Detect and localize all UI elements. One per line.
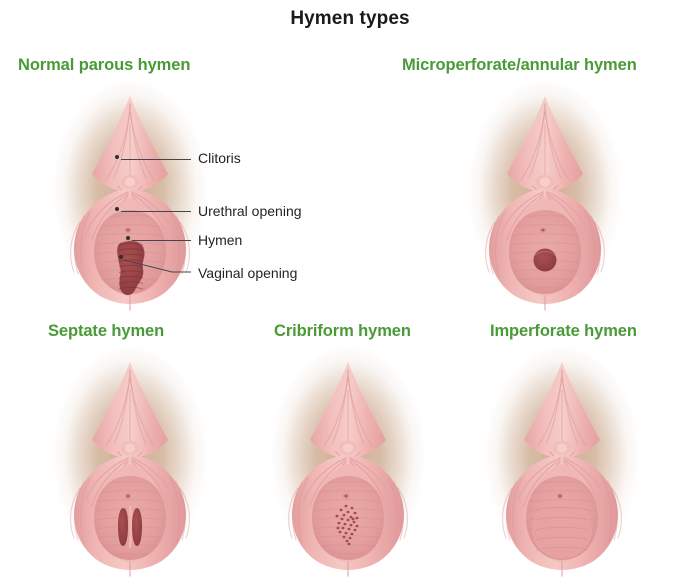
anatomy-illustration bbox=[484, 348, 640, 577]
figure-microperforate-annular bbox=[455, 82, 635, 312]
figure-label-microperforate-annular: Microperforate/annular hymen bbox=[402, 56, 637, 74]
page-title: Hymen types bbox=[290, 8, 410, 29]
callout-dot-hymen bbox=[126, 236, 130, 240]
figure-label-imperforate: Imperforate hymen bbox=[490, 322, 637, 340]
anatomy-illustration bbox=[52, 348, 208, 577]
callout-label-urethral-opening: Urethral opening bbox=[198, 203, 302, 219]
figure-label-cribriform: Cribriform hymen bbox=[274, 322, 411, 340]
callout-line-clitoris bbox=[121, 159, 191, 160]
anatomy-illustration bbox=[270, 348, 426, 577]
callout-dot-urethral-opening bbox=[115, 207, 119, 211]
callout-line-hymen bbox=[132, 240, 191, 241]
figure-label-normal-parous: Normal parous hymen bbox=[18, 56, 191, 74]
anatomy-illustration bbox=[52, 82, 208, 311]
callout-label-hymen: Hymen bbox=[198, 232, 243, 248]
figure-cribriform bbox=[258, 348, 438, 578]
callout-line-urethral-opening bbox=[121, 211, 191, 212]
callout-dot-vaginal-opening bbox=[119, 255, 123, 259]
callout-label-vaginal-opening: Vaginal opening bbox=[198, 265, 298, 281]
figure-septate bbox=[40, 348, 220, 578]
anatomy-illustration bbox=[467, 82, 623, 311]
callout-label-clitoris: Clitoris bbox=[198, 150, 241, 166]
figure-label-septate: Septate hymen bbox=[48, 322, 165, 340]
figure-imperforate bbox=[472, 348, 652, 578]
figure-normal-parous bbox=[40, 82, 220, 312]
callout-dot-clitoris bbox=[115, 155, 119, 159]
